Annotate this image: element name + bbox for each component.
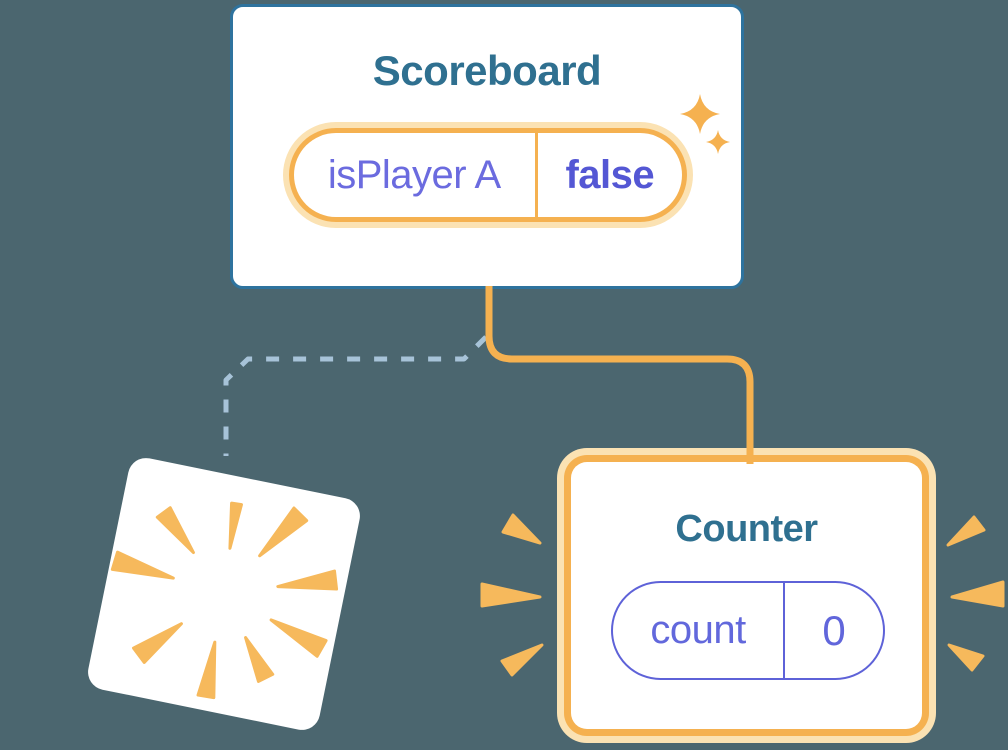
emphasis-mark [500,643,544,677]
state-value-cell: 0 [785,583,883,678]
counter-state-pill: count 0 [611,581,885,680]
pill-divider [783,583,786,678]
poof-burst-icon [110,501,339,700]
counter-card: Counter count 0 [557,448,936,743]
counter-card-title: Counter [675,508,818,550]
scoreboard-state-pill-inner: isPlayer A false [294,133,682,217]
emphasis-mark [501,513,542,545]
emphasis-mark [480,582,542,608]
counter-card-border: Counter count 0 [564,455,929,736]
state-value-label: 0 [822,606,846,654]
scoreboard-state-pill-border: isPlayer A false [289,128,687,222]
state-name-cell: isPlayer A [294,133,535,217]
state-name-cell: count [613,583,783,678]
state-name-label: count [650,608,746,652]
dashed-connector-line [223,335,488,456]
scoreboard-card-title: Scoreboard [372,47,602,94]
emphasis-mark [950,580,1005,608]
removed-component-card [84,454,364,734]
emphasis-mark [947,643,985,672]
state-value-cell: false [538,133,682,217]
state-value-label: false [565,152,655,197]
solid-connector-line [485,286,754,464]
counter-card-inner: Counter count 0 [571,462,922,729]
scoreboard-state-pill: isPlayer A false [283,122,693,228]
emphasis-mark [946,515,986,547]
pill-divider [534,133,538,217]
scoreboard-card: Scoreboard isPlayer A false [230,4,744,289]
state-name-label: isPlayer A [327,152,501,197]
